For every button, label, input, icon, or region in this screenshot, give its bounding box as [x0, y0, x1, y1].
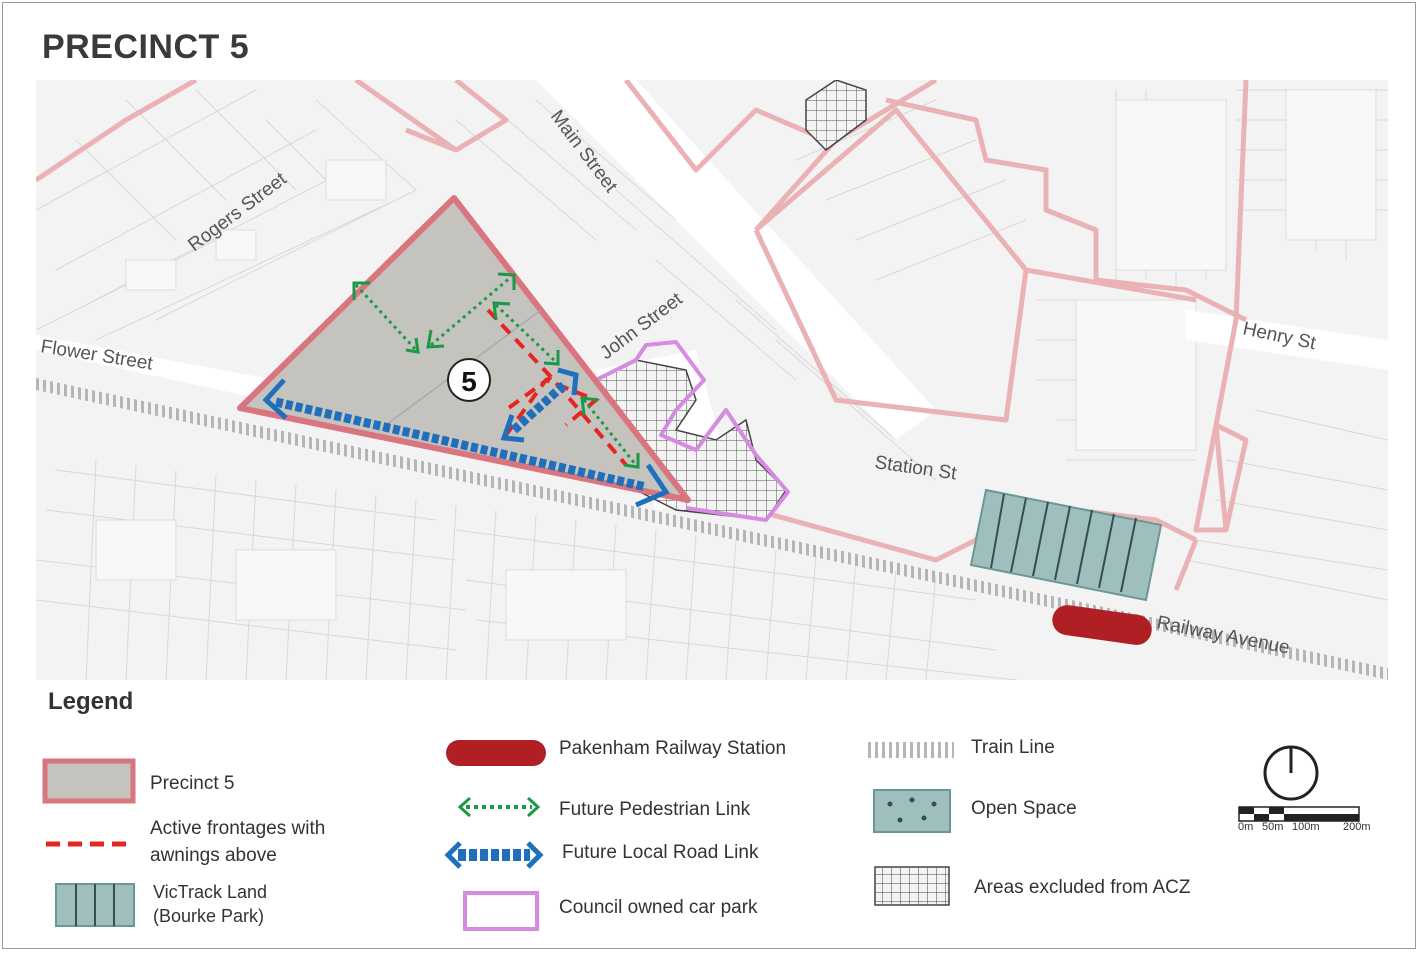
- active-frontages: [486, 308, 628, 467]
- council-car-park: [595, 340, 790, 522]
- precinct-number: 5: [461, 366, 477, 397]
- scale-label-0: 0m: [1238, 821, 1254, 833]
- pakenham-railway-station: [1052, 605, 1152, 645]
- page-title: PRECINCT 5: [42, 28, 250, 66]
- victrack-land: [969, 488, 1163, 602]
- pedestrian-arrowheads: [352, 272, 640, 469]
- precinct-map: 5 Rogers Street Main Street John Street …: [36, 80, 1388, 680]
- legend-label-pedestrian-link: Future Pedestrian Link: [559, 799, 751, 820]
- legend-label-station: Pakenham Railway Station: [559, 738, 787, 759]
- scale-label-100: 100m: [1292, 821, 1320, 833]
- legend-symbol-road-link: [444, 841, 544, 869]
- legend-symbol-car-park: [463, 891, 539, 931]
- legend-symbol-excluded: [874, 866, 950, 906]
- legend-symbol-active-frontages: [46, 841, 134, 847]
- future-local-road-links: [262, 367, 670, 508]
- legend-symbol-train-line: [868, 742, 954, 758]
- legend-label-excluded: Areas excluded from ACZ: [974, 877, 1191, 898]
- scale-bar: [1238, 806, 1360, 822]
- legend-label-precinct: Precinct 5: [150, 773, 235, 794]
- legend-symbol-precinct: [42, 758, 136, 804]
- scale-label-200: 200m: [1343, 821, 1371, 833]
- future-pedestrian-links: [354, 275, 638, 466]
- legend-label-car-park: Council owned car park: [559, 897, 758, 918]
- north-arrow-icon: [1263, 745, 1319, 801]
- legend-label-road-link: Future Local Road Link: [562, 842, 759, 863]
- legend-label-victrack-2: (Bourke Park): [153, 906, 265, 926]
- legend-label-train-line: Train Line: [971, 737, 1055, 758]
- precinct-5: [237, 195, 691, 503]
- legend-symbol-station: [446, 740, 546, 766]
- legend-title: Legend: [48, 688, 134, 715]
- legend-symbol-victrack: [55, 883, 135, 927]
- legend-label-active-frontages-2: awnings above: [150, 845, 277, 866]
- precinct-number-marker: 5: [447, 358, 491, 402]
- legend-label-open-space: Open Space: [971, 798, 1077, 819]
- legend-label-active-frontages-1: Active frontages with: [150, 818, 326, 839]
- legend-symbol-pedestrian-link: [457, 796, 541, 818]
- legend-label-victrack-1: VicTrack Land: [153, 882, 268, 902]
- legend-symbol-open-space: [873, 789, 951, 833]
- building-footprints: [95, 89, 1377, 641]
- scale-label-50: 50m: [1262, 821, 1284, 833]
- train-line: [36, 378, 1388, 680]
